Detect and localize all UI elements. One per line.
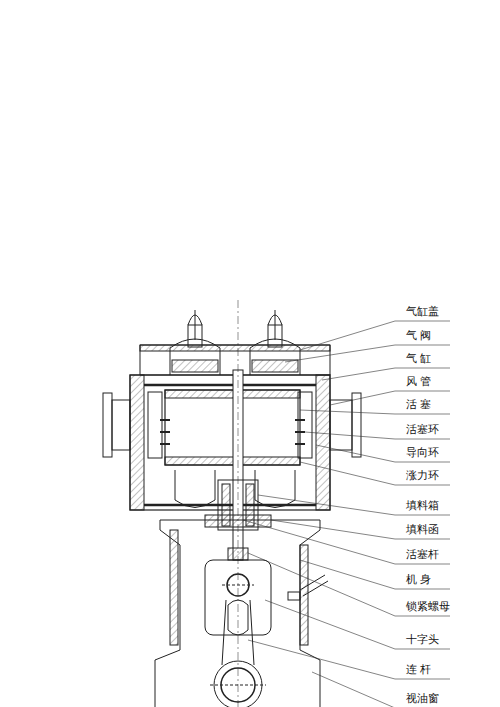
part-label: 气缸盖 — [405, 305, 440, 318]
part-label: 视油窗 — [405, 692, 440, 705]
leader-line — [258, 495, 450, 515]
leader-line — [300, 321, 450, 350]
part-label: 锁紧螺母 — [405, 600, 451, 613]
leader-line — [312, 672, 450, 707]
part-label: 气 缸 — [405, 352, 433, 365]
part-label: 填料箱 — [405, 499, 440, 512]
part-label: 活 塞 — [405, 398, 433, 411]
part-label: 涨力环 — [405, 469, 440, 482]
leader-line — [316, 445, 450, 462]
part-label: 气 阀 — [405, 329, 433, 342]
part-label: 连 杆 — [405, 663, 433, 676]
part-label: 活塞杆 — [405, 548, 440, 561]
part-label: 机 身 — [405, 573, 433, 586]
part-label: 导向环 — [405, 446, 440, 459]
part-label: 活塞环 — [405, 423, 440, 436]
part-label: 填料函 — [405, 523, 440, 536]
leader-line — [243, 520, 450, 564]
part-label: 风 管 — [405, 375, 433, 388]
leader-line — [265, 600, 450, 649]
part-label: 十字头 — [405, 633, 440, 646]
leader-line — [248, 553, 450, 616]
leader-line — [300, 462, 450, 485]
